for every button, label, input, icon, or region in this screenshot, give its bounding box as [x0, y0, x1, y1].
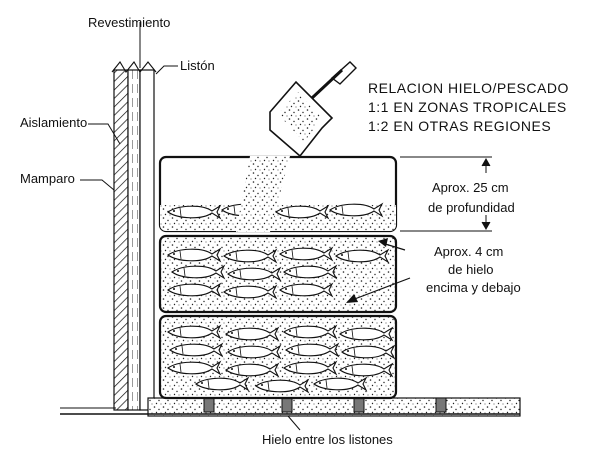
dunnage-strip	[281, 397, 293, 413]
insulation-layer	[113, 69, 129, 411]
shovel-icon	[269, 61, 357, 158]
lining-board	[139, 69, 155, 411]
ratio-line-1: 1:1 EN ZONAS TROPICALES	[368, 99, 567, 115]
leader-lines	[80, 22, 301, 431]
middle-layer	[158, 234, 398, 314]
note-ice-3: encima y debajo	[426, 280, 521, 295]
note-ice-1: Aprox. 4 cm	[434, 244, 503, 259]
ice-arrows	[346, 238, 411, 303]
dunnage-strip	[203, 397, 215, 413]
dunnage-strip	[435, 397, 447, 413]
note-depth-1: Aprox. 25 cm	[432, 180, 509, 195]
label-revestimiento: Revestimiento	[88, 15, 170, 30]
label-mamparo: Mamparo	[20, 171, 75, 186]
floor	[60, 397, 521, 417]
bottom-layer	[158, 314, 398, 400]
note-depth-2: de profundidad	[428, 200, 515, 215]
label-aislamiento: Aislamiento	[20, 115, 87, 130]
dunnage-strip	[353, 397, 365, 413]
ice-stream	[236, 156, 290, 232]
label-hielo-listones: Hielo entre los listones	[262, 432, 393, 447]
depth-dimension	[400, 156, 492, 232]
bulkhead-board	[127, 69, 141, 411]
label-liston: Listón	[180, 58, 215, 73]
ratio-line-2: 1:2 EN OTRAS REGIONES	[368, 118, 551, 134]
note-ice-2: de hielo	[448, 262, 494, 277]
wall	[111, 61, 157, 411]
ratio-title: RELACION HIELO/PESCADO	[368, 80, 569, 96]
